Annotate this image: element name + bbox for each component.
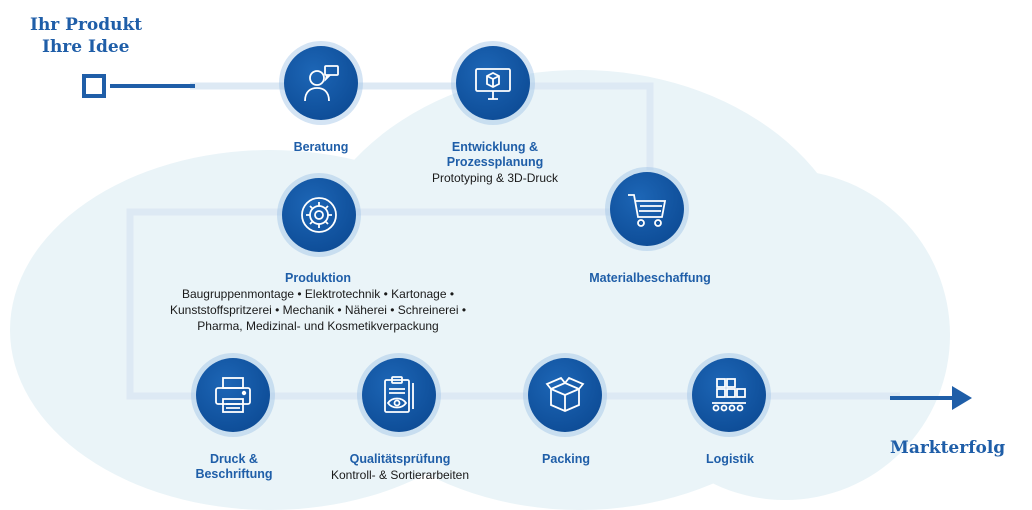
step-druck-title-1: Druck & [210,452,258,466]
step-produktion-sub-3: Pharma, Medizinal- und Kosmetikverpackun… [197,319,439,333]
step-logistik-title: Logistik [706,452,754,466]
package-icon [545,376,585,412]
step-produktion-sub-1: Baugruppenmontage • Elektrotechnik • Kar… [181,287,455,301]
step-qualitaet-node [362,358,436,432]
step-logistik-label: Logistik [706,452,754,467]
connector-top [190,82,654,170]
start-label: Ihr Produkt Ihre Idee [30,14,142,58]
step-qualitaet-sub: Kontroll- & Sortierarbeiten [330,468,470,482]
step-entwicklung-label: Entwicklung & Prozessplanung Prototyping… [432,140,558,186]
step-produktion-title: Produktion [285,271,351,285]
step-druck-title-2: Beschriftung [195,467,273,481]
step-entwicklung-node [456,46,530,120]
step-material-title: Materialbeschaffung [589,271,711,285]
shopping-cart-icon [628,194,667,227]
step-material-label: Materialbeschaffung [589,271,711,286]
start-line-2: Ihre Idee [42,37,130,57]
step-entwicklung-sub: Prototyping & 3D-Druck [431,171,559,185]
gear-cycle-icon [301,197,337,233]
clipboard-eye-icon [384,376,414,413]
step-beratung-node [284,46,358,120]
step-beratung-label: Beratung [294,140,349,155]
step-qualitaet-label: Qualitätsprüfung Kontroll- & Sortierarbe… [331,452,469,483]
step-packing-title: Packing [542,452,590,466]
consultant-icon [304,65,339,102]
step-druck-label: Druck & Beschriftung [195,452,272,482]
end-label: Markterfolg [890,438,1006,458]
conveyor-boxes-icon [712,378,746,412]
start-box [82,74,106,98]
step-packing-node [528,358,602,432]
start-line-1: Ihr Produkt [30,15,143,35]
step-qualitaet-title: Qualitätsprüfung [349,452,451,466]
monitor-cube-icon [475,68,511,100]
printer-icon [215,377,251,413]
step-entwicklung-title-1: Entwicklung & [451,140,539,154]
step-material-node [610,172,684,246]
step-beratung-title: Beratung [293,140,349,154]
step-packing-label: Packing [542,452,590,467]
step-druck-node [196,358,270,432]
step-produktion-label: Produktion Baugruppenmontage • Elektrote… [170,271,466,334]
step-logistik-node [692,358,766,432]
step-entwicklung-title-2: Prozessplanung [446,155,544,169]
step-produktion-sub-2: Kunststoffspritzerei • Mechanik • Nähere… [169,303,467,317]
step-produktion-node [282,178,356,252]
connector-bottom [126,208,900,400]
end-arrow-head [952,386,972,410]
